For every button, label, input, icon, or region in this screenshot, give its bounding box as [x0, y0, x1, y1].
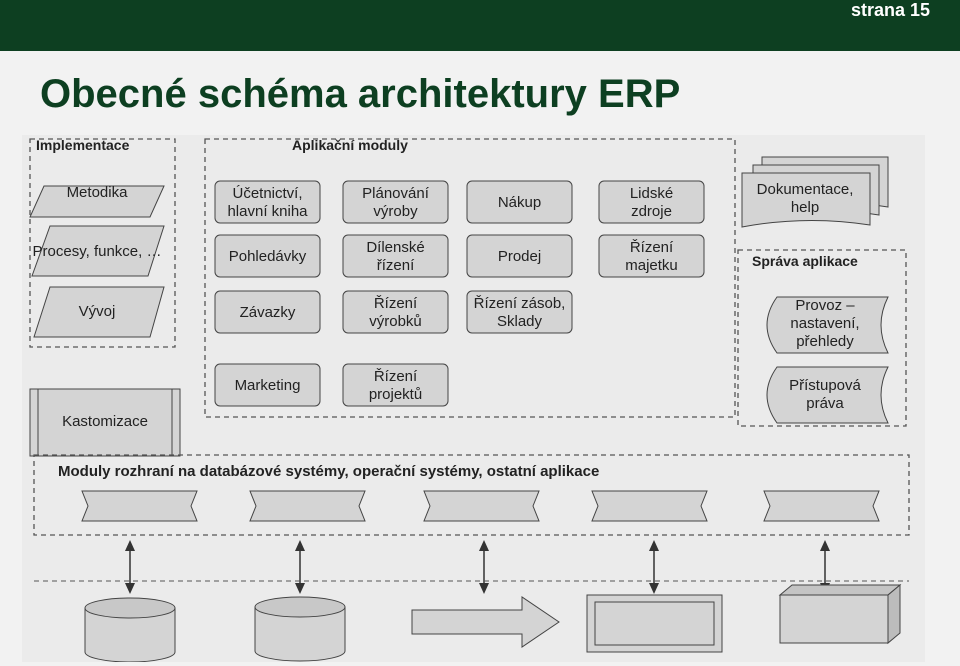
- administration-frame: [737, 249, 907, 427]
- implementation-item-shape: [31, 225, 165, 277]
- module-label: Prodej: [498, 248, 541, 265]
- module-label: Pohledávky: [229, 248, 307, 265]
- database-icon: [84, 597, 176, 662]
- implementation-item-shape: [29, 185, 165, 218]
- module-label: Řízení: [374, 295, 418, 312]
- module-box: [342, 180, 449, 224]
- module-box: [214, 290, 321, 334]
- module-box: [214, 363, 321, 407]
- implementation-item-development: Vývoj: [79, 303, 116, 320]
- bidirectional-arrow: [479, 540, 489, 594]
- module-label: výrobků: [369, 313, 422, 330]
- header-bar: strana 15: [0, 0, 960, 51]
- bidirectional-arrow: [295, 540, 305, 594]
- application-modules-title: Aplikační moduly: [292, 137, 408, 153]
- database-icon: [254, 596, 346, 662]
- module-label: Řízení: [630, 239, 674, 256]
- slide-title: Obecné schéma architektury ERP: [40, 72, 681, 116]
- module-box: [598, 234, 705, 278]
- application-arrow-icon: [411, 596, 560, 648]
- module-label: zdroje: [631, 203, 672, 220]
- administration-item-operation-1: Provoz –: [795, 297, 855, 314]
- implementation-frame: [29, 138, 176, 348]
- administration-item-operation-3: přehledy: [796, 333, 854, 350]
- module-box: [214, 180, 321, 224]
- module-label: Marketing: [235, 377, 301, 394]
- diagram-canvas: Implementace Metodika Procesy, funkce, ……: [22, 135, 925, 662]
- operating-system-icon: [586, 594, 723, 653]
- administration-item-access-2: práva: [806, 395, 844, 412]
- module-box: [598, 180, 705, 224]
- bidirectional-arrow: [125, 540, 135, 594]
- implementation-item-processes: Procesy, funkce, …: [33, 243, 162, 260]
- module-label: Sklady: [497, 313, 543, 330]
- page-number: strana 15: [850, 0, 930, 20]
- interfaces-title: Moduly rozhraní na databázové systémy, o…: [58, 463, 599, 480]
- administration-item-shape: [766, 366, 889, 424]
- module-label: řízení: [377, 257, 415, 274]
- module-label: Dílenské: [366, 239, 424, 256]
- system-block-icon: [778, 583, 902, 645]
- module-box: [342, 363, 449, 407]
- module-box: [466, 290, 573, 334]
- module-box: [214, 234, 321, 278]
- module-label: Závazky: [240, 304, 296, 321]
- implementation-item-methodology: Metodika: [67, 184, 129, 201]
- module-label: hlavní kniha: [227, 203, 308, 220]
- module-label: výroby: [373, 203, 418, 220]
- interface-port: [249, 490, 366, 522]
- module-box: [466, 180, 573, 224]
- customization-box: [29, 388, 181, 457]
- administration-title: Správa aplikace: [752, 253, 858, 269]
- documentation-label-line-2: help: [791, 199, 819, 216]
- documentation-label-line-1: Dokumentace,: [757, 181, 854, 198]
- interface-port: [81, 490, 198, 522]
- module-label: Lidské: [630, 185, 673, 202]
- administration-item-operation-2: nastavení,: [790, 315, 859, 332]
- erp-architecture-diagram: Implementace Metodika Procesy, funkce, ……: [22, 135, 925, 662]
- module-box: [342, 234, 449, 278]
- implementation-title: Implementace: [36, 137, 130, 153]
- documentation-shape: [741, 156, 889, 228]
- module-label: projektů: [369, 386, 422, 403]
- module-label: Plánování: [362, 185, 430, 202]
- interface-port: [763, 490, 880, 522]
- module-box: [466, 234, 573, 278]
- module-label: Řízení: [374, 368, 418, 385]
- customization-label: Kastomizace: [62, 413, 148, 430]
- bidirectional-arrow: [649, 540, 659, 594]
- application-modules-frame: [204, 138, 736, 418]
- module-box: [342, 290, 449, 334]
- module-label: Účetnictví,: [232, 185, 302, 202]
- administration-item-shape: [766, 296, 889, 354]
- module-label: majetku: [625, 257, 678, 274]
- module-label: Řízení zásob,: [474, 295, 566, 312]
- module-label: Nákup: [498, 194, 541, 211]
- interface-port: [423, 490, 540, 522]
- interface-port: [591, 490, 708, 522]
- administration-item-access-1: Přístupová: [789, 377, 861, 394]
- implementation-item-shape: [33, 286, 165, 338]
